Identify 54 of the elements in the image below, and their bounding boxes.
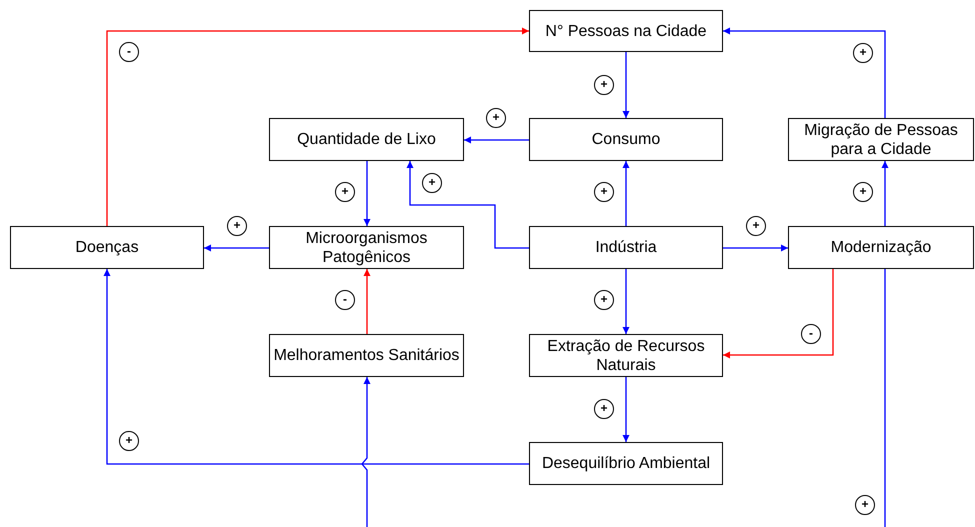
node-label: Microorganismos Patogênicos	[304, 228, 428, 266]
edge-label: -	[119, 42, 139, 62]
process-box	[529, 442, 723, 485]
process-box	[269, 118, 464, 161]
edge-label: -	[335, 290, 355, 310]
edge-label: +	[594, 182, 614, 202]
edge-label: +	[486, 108, 506, 128]
edge-label: -	[801, 324, 821, 344]
arrow	[204, 244, 269, 252]
node-label: N° Pessoas na Cidade	[545, 22, 707, 40]
process-box	[788, 118, 974, 161]
arrow	[622, 269, 630, 334]
edge-label: +	[227, 216, 247, 236]
arrow	[723, 28, 886, 118]
arrow	[464, 136, 529, 144]
edge-label: +	[855, 495, 875, 515]
arrow	[882, 161, 888, 226]
arrow	[622, 161, 630, 226]
process-box	[529, 334, 723, 377]
edge-label: +	[746, 216, 766, 236]
edge-label: +	[853, 182, 873, 202]
arrow	[622, 377, 630, 442]
node-label: Extração de Recursos Naturais	[546, 336, 706, 374]
edge-label: +	[335, 182, 355, 202]
edge-label: +	[119, 431, 139, 451]
process-box	[788, 226, 974, 269]
process-box	[10, 226, 204, 269]
edge-label: +	[422, 173, 442, 193]
node-label: Consumo	[592, 130, 660, 149]
process-box	[269, 334, 464, 377]
arrow	[723, 269, 834, 358]
process-box	[529, 118, 723, 161]
node-label: Modernização	[830, 238, 932, 257]
arrow	[106, 28, 529, 226]
arrow	[622, 52, 630, 118]
edge-label: +	[594, 290, 614, 310]
node-label: Migração de Pessoas para a Cidade	[803, 120, 959, 158]
arrow	[361, 377, 370, 527]
process-box	[269, 226, 464, 269]
edge-label: +	[853, 43, 873, 63]
node-label: Doenças	[75, 238, 139, 257]
arrow	[406, 161, 529, 249]
node-label: Desequilíbrio Ambiental	[542, 454, 710, 473]
process-box	[529, 226, 723, 269]
arrow	[723, 244, 788, 252]
arrow	[364, 161, 370, 226]
process-box	[529, 10, 723, 52]
arrow	[104, 269, 529, 465]
node-label: Melhoramentos Sanitários	[274, 346, 460, 365]
edge-label: +	[594, 75, 614, 95]
arrow	[364, 269, 370, 334]
node-label: Indústria	[595, 238, 657, 257]
node-label: Quantidade de Lixo	[297, 130, 436, 149]
edge-label: +	[594, 399, 614, 419]
